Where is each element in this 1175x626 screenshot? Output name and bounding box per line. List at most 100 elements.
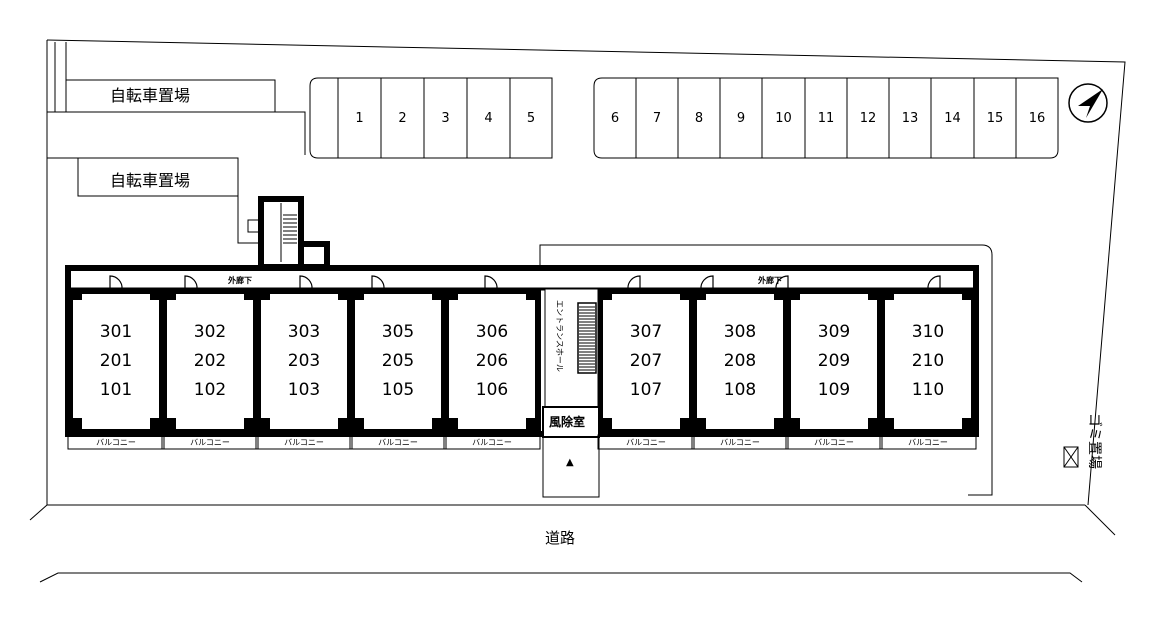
unit-pillar bbox=[448, 418, 458, 430]
unit-pillar bbox=[602, 418, 612, 430]
balcony-label: バルコニー bbox=[190, 438, 230, 447]
unit-pillar bbox=[884, 418, 894, 430]
unit-pillar bbox=[354, 290, 364, 300]
unit-pillar bbox=[774, 290, 784, 300]
unit-pillar bbox=[790, 290, 800, 300]
unit-pillar bbox=[696, 418, 706, 430]
unit-pillar bbox=[432, 290, 442, 300]
unit-pillar bbox=[244, 418, 254, 430]
outer-corridor-right-label: 外廊下 bbox=[758, 275, 782, 285]
parking-space-10: 10 bbox=[775, 111, 792, 126]
unit-pillar bbox=[526, 418, 536, 430]
unit-pillar bbox=[680, 290, 690, 300]
unit-pillar bbox=[884, 290, 894, 300]
unit-number-202: 202 bbox=[194, 351, 226, 371]
unit-number-308: 308 bbox=[724, 322, 756, 342]
balcony-label: バルコニー bbox=[378, 438, 418, 447]
parking-block-left bbox=[309, 77, 553, 159]
door-icon bbox=[775, 275, 789, 290]
parking-space-9: 9 bbox=[737, 111, 745, 126]
stair-treads bbox=[283, 214, 297, 244]
unit-pillar bbox=[72, 290, 82, 300]
parking-space-11: 11 bbox=[818, 111, 835, 126]
unit-pillar bbox=[962, 418, 972, 430]
road-edge-bottom bbox=[39, 572, 1083, 583]
unit-pillar bbox=[150, 290, 160, 300]
unit-pillar bbox=[150, 418, 160, 430]
balcony bbox=[785, 434, 883, 450]
unit-pillar bbox=[526, 290, 536, 300]
door-icon bbox=[371, 275, 385, 290]
door-icon bbox=[184, 275, 198, 290]
bicycle-area-mid-inner bbox=[77, 158, 238, 197]
bicycle-parking-top-label: 自転車置場 bbox=[110, 86, 190, 105]
garbage-area-label: ゴミ置場 bbox=[1086, 413, 1103, 469]
unit-pillar bbox=[338, 418, 348, 430]
unit-106 bbox=[443, 288, 541, 435]
unit-pillar bbox=[680, 418, 690, 430]
unit-number-109: 109 bbox=[818, 380, 850, 400]
unit-number-103: 103 bbox=[288, 380, 320, 400]
unit-blocks: 3012011013022021023032031033052051053062… bbox=[67, 288, 977, 435]
balcony-label: バルコニー bbox=[814, 438, 854, 447]
site-boundary-top bbox=[46, 39, 1126, 506]
unit-pillar bbox=[448, 290, 458, 300]
entrance-hall-label: エントランスホール bbox=[555, 300, 564, 372]
unit-doors bbox=[109, 275, 941, 290]
balcony bbox=[255, 434, 353, 450]
unit-number-203: 203 bbox=[288, 351, 320, 371]
balcony bbox=[597, 434, 695, 450]
parking-space-1: 1 bbox=[355, 111, 363, 126]
unit-pillar bbox=[260, 290, 270, 300]
parking-space-13: 13 bbox=[902, 111, 919, 126]
windbreak-room-label: 風除室 bbox=[549, 414, 585, 429]
balcony bbox=[691, 434, 789, 450]
unit-number-305: 305 bbox=[382, 322, 414, 342]
unit-number-206: 206 bbox=[476, 351, 508, 371]
door-icon bbox=[484, 275, 498, 290]
unit-number-201: 201 bbox=[100, 351, 132, 371]
parking-space-7: 7 bbox=[653, 111, 661, 126]
unit-pillar bbox=[166, 290, 176, 300]
unit-number-108: 108 bbox=[724, 380, 756, 400]
unit-pillar bbox=[774, 418, 784, 430]
unit-number-101: 101 bbox=[100, 380, 132, 400]
road-edge-top bbox=[29, 504, 48, 521]
unit-pillar bbox=[868, 290, 878, 300]
unit-number-106: 106 bbox=[476, 380, 508, 400]
balcony bbox=[443, 434, 541, 450]
balcony-label: バルコニー bbox=[626, 438, 666, 447]
unit-number-207: 207 bbox=[630, 351, 662, 371]
unit-number-102: 102 bbox=[194, 380, 226, 400]
parking-space-2: 2 bbox=[398, 111, 406, 126]
unit-pillar bbox=[72, 418, 82, 430]
entrance-marker: ▲ bbox=[566, 457, 574, 468]
door-icon bbox=[299, 275, 313, 290]
unit-number-309: 309 bbox=[818, 322, 850, 342]
unit-number-210: 210 bbox=[912, 351, 944, 371]
bicycle-area-mid bbox=[47, 157, 258, 244]
parking-dividers bbox=[337, 78, 1017, 158]
stair-landing bbox=[298, 241, 330, 270]
balcony-label: バルコニー bbox=[720, 438, 760, 447]
parking-block-right bbox=[593, 77, 1059, 159]
unit-number-107: 107 bbox=[630, 380, 662, 400]
unit-pillar bbox=[868, 418, 878, 430]
door-icon bbox=[927, 275, 941, 290]
unit-pillar bbox=[260, 418, 270, 430]
parking-space-16: 16 bbox=[1029, 111, 1046, 126]
parking-space-3: 3 bbox=[441, 111, 449, 126]
parking-space-4: 4 bbox=[484, 111, 492, 126]
balcony-label: バルコニー bbox=[472, 438, 512, 447]
parking-space-8: 8 bbox=[695, 111, 703, 126]
parking-space-15: 15 bbox=[987, 111, 1004, 126]
unit-number-306: 306 bbox=[476, 322, 508, 342]
unit-number-208: 208 bbox=[724, 351, 756, 371]
garbage-box-cross-b bbox=[1063, 446, 1079, 468]
entrance-walkway bbox=[542, 437, 600, 498]
unit-number-303: 303 bbox=[288, 322, 320, 342]
unit-number-307: 307 bbox=[630, 322, 662, 342]
balcony bbox=[349, 434, 447, 450]
